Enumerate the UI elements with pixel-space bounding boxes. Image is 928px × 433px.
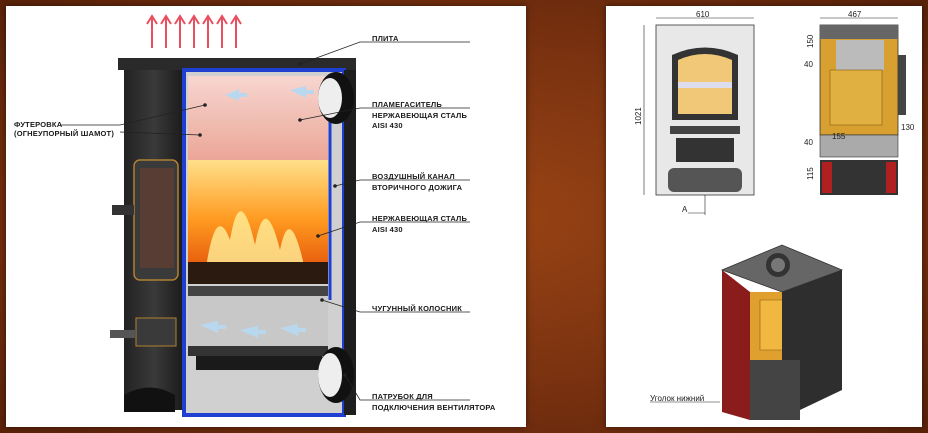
dim-115: 115	[806, 167, 815, 180]
side-view	[819, 17, 906, 195]
dim-150: 150	[806, 34, 815, 48]
label-steel-1: НЕРЖАВЕЮЩАЯ СТАЛЬ	[372, 214, 468, 223]
dim-width-front: 610	[696, 10, 710, 19]
ash-handle	[110, 330, 136, 338]
dim-width-side: 467	[848, 10, 862, 19]
dim-155: 155	[832, 132, 846, 141]
dim-40b: 40	[804, 138, 813, 147]
dim-height-total: 1021	[634, 107, 643, 125]
label-plate: ПЛИТА	[372, 34, 399, 43]
label-pipe-1: ПАТРУБОК ДЛЯ	[372, 392, 433, 401]
cooktop-plate	[118, 58, 356, 70]
label-grate: ЧУГУННЫЙ КОЛОСНИК	[372, 304, 463, 313]
label-air-2: ВТОРИЧНОГО ДОЖИГА	[372, 183, 463, 192]
heat-arrows	[146, 14, 242, 48]
front-view	[643, 17, 755, 215]
dim-40a: 40	[804, 60, 813, 69]
label-lining-2: (ОГНЕУПОРНЫЙ ШАМОТ)	[14, 129, 115, 138]
air-arrows	[200, 86, 314, 338]
door-handle	[112, 205, 134, 215]
label-flame-2: НЕРЖАВЕЮЩАЯ СТАЛЬ	[372, 111, 468, 120]
label-lining-1: ФУТЕРОВКА	[14, 120, 63, 129]
dim-section: A	[682, 205, 688, 214]
label-steel-2: AISI 430	[372, 225, 403, 234]
label-flame-1: ПЛАМЕГАСИТЕЛЬ	[372, 100, 442, 109]
iso-label: Уголок нижний	[650, 394, 705, 403]
label-flame-3: AISI 430	[372, 121, 403, 130]
ash-pan	[196, 356, 322, 370]
label-air-1: ВОЗДУШНЫЙ КАНАЛ	[372, 172, 455, 181]
grate	[188, 286, 328, 296]
label-pipe-2: ПОДКЛЮЧЕНИЯ ВЕНТИЛЯТОРА	[372, 403, 496, 412]
dim-130: 130	[901, 123, 915, 132]
iso-view	[650, 244, 844, 420]
firewood	[188, 262, 328, 284]
